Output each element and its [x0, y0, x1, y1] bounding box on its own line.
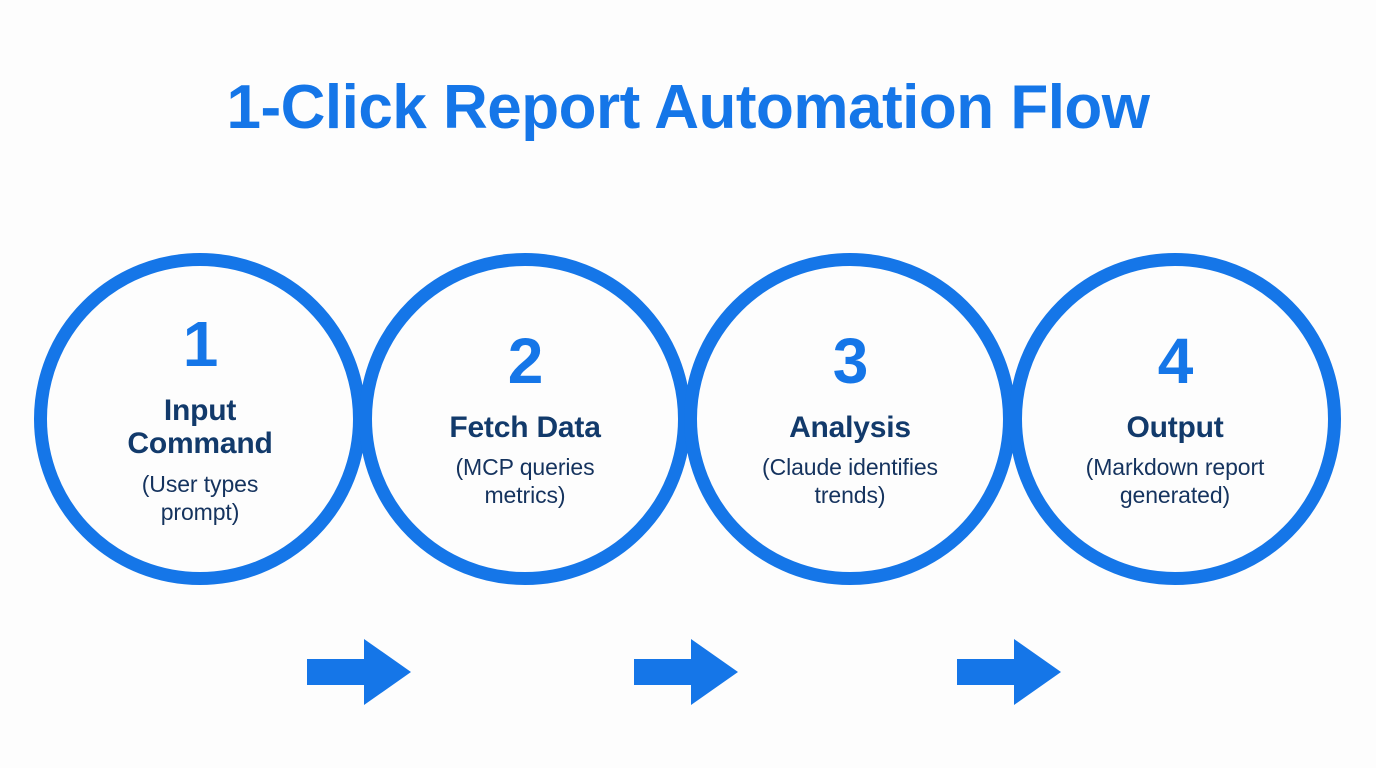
flow-step-3[interactable]: 3 Analysis (Claude identifies trends)	[684, 253, 1016, 585]
step-content-2: 2 Fetch Data (MCP queries metrics)	[359, 253, 691, 585]
step-subtitle-4: (Markdown report generated)	[1085, 454, 1265, 509]
arrow-2-to-3	[634, 639, 738, 705]
step-title-4: Output	[1126, 410, 1224, 444]
arrow-1-to-2	[307, 639, 411, 705]
step-content-4: 4 Output (Markdown report generated)	[1009, 253, 1341, 585]
step-title-1: Input Command	[127, 393, 273, 461]
arrow-3-to-4	[957, 639, 1061, 705]
step-number-1: 1	[182, 307, 219, 380]
page-title: 1-Click Report Automation Flow	[226, 73, 1150, 142]
step-title-3: Analysis	[789, 410, 911, 444]
step-title-2: Fetch Data	[449, 410, 601, 444]
process-flow: 1 Input Command (User types prompt) 2 Fe…	[0, 253, 1376, 705]
flow-step-2[interactable]: 2 Fetch Data (MCP queries metrics)	[359, 253, 691, 585]
flow-step-1[interactable]: 1 Input Command (User types prompt)	[34, 253, 366, 585]
step-number-4: 4	[1157, 324, 1194, 397]
flow-step-4[interactable]: 4 Output (Markdown report generated)	[1009, 253, 1341, 585]
step-content-1: 1 Input Command (User types prompt)	[34, 253, 366, 585]
step-subtitle-1: (User types prompt)	[141, 471, 259, 526]
step-content-3: 3 Analysis (Claude identifies trends)	[684, 253, 1016, 585]
step-subtitle-2: (MCP queries metrics)	[455, 454, 595, 509]
step-number-2: 2	[507, 324, 544, 397]
step-number-3: 3	[832, 324, 869, 397]
step-subtitle-3: (Claude identifies trends)	[762, 454, 938, 509]
